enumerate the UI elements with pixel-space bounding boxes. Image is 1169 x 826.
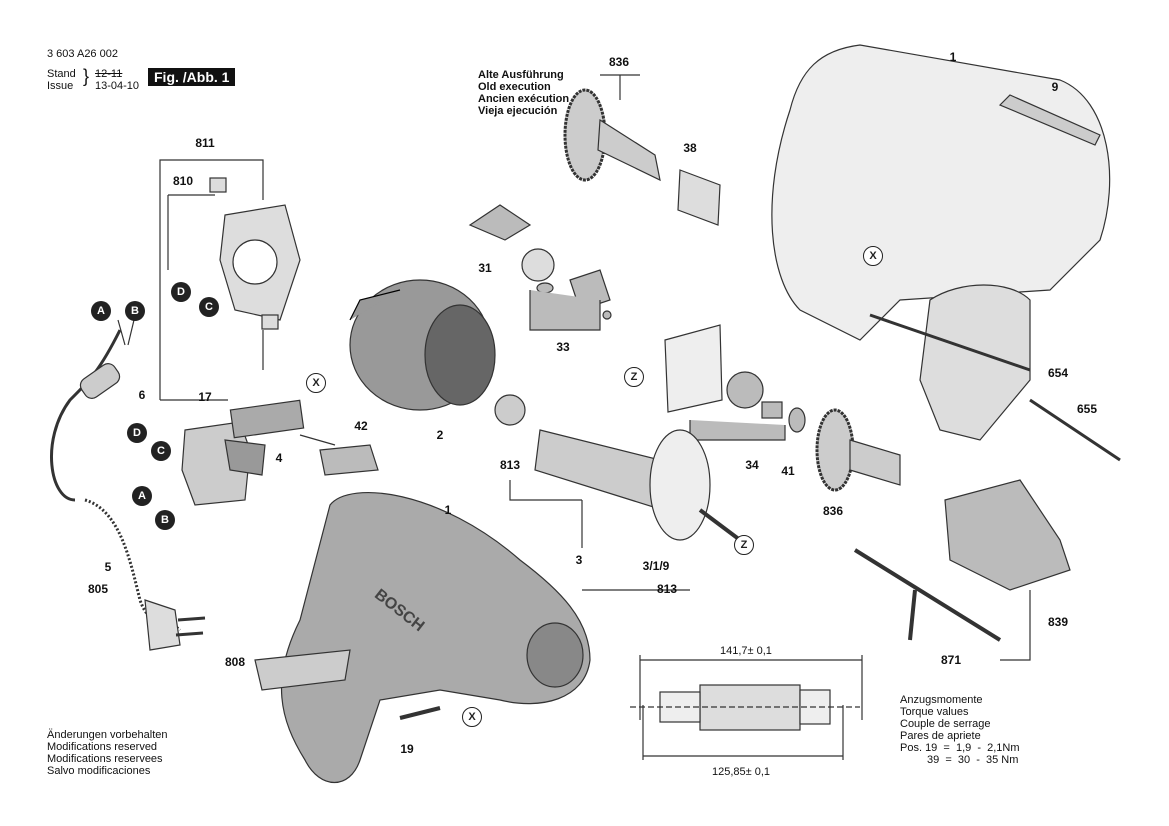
marker-z: Z	[624, 367, 644, 387]
part-label: 17	[198, 390, 212, 404]
housing-half-lower	[254, 491, 591, 784]
old-date: 12-11	[95, 68, 123, 80]
modifications-es: Salvo modificaciones	[47, 765, 151, 777]
part-label: 836	[608, 55, 630, 69]
marker-b: B	[155, 510, 175, 530]
marker-x: X	[863, 246, 883, 266]
modifications-en: Modifications reserved	[47, 741, 158, 753]
part-label: 41	[781, 464, 795, 478]
part-label: 1	[444, 503, 452, 517]
marker-a: A	[132, 486, 152, 506]
marker-d: D	[171, 282, 191, 302]
brace: }	[83, 66, 90, 86]
power-cord	[50, 319, 206, 651]
brush-holder	[209, 177, 301, 330]
part-label: 31	[478, 261, 492, 275]
part-label: 34	[745, 458, 759, 472]
part-label: 5	[104, 560, 112, 574]
old-exec-en: Old execution	[478, 81, 551, 93]
marker-a: A	[91, 301, 111, 321]
part-label: 805	[87, 582, 109, 596]
dimension-overall: 141,7± 0,1	[720, 645, 772, 657]
part-label: 42	[354, 419, 368, 433]
housing-half-upper	[771, 44, 1111, 341]
issue-label: Issue	[47, 80, 74, 92]
gear-shaft-836-old	[563, 88, 721, 226]
marker-c: C	[151, 441, 171, 461]
part-label: 3/1/9	[642, 559, 670, 573]
chuck	[944, 479, 1071, 591]
chuck-key	[853, 548, 1002, 642]
bracket-811	[159, 159, 264, 401]
torque-fr: Couple de serrage	[900, 718, 991, 730]
part-label: 655	[1076, 402, 1098, 416]
part-label: 38	[683, 141, 697, 155]
modifications-de: Änderungen vorbehalten	[47, 729, 168, 741]
armature-dimension-drawing	[630, 655, 863, 760]
part-label: 813	[499, 458, 521, 472]
part-label: 836	[822, 504, 844, 518]
marker-c: C	[199, 297, 219, 317]
torque-de: Anzugsmomente	[900, 694, 983, 706]
part-label: 811	[195, 136, 215, 150]
part-label: 654	[1047, 366, 1069, 380]
old-exec-es: Vieja ejecución	[478, 105, 558, 117]
stand-label: Stand	[47, 68, 76, 80]
torque-es: Pares de apriete	[900, 730, 981, 742]
part-label: 4	[275, 451, 283, 465]
torque-en: Torque values	[900, 706, 969, 718]
part-label: 6	[138, 388, 146, 402]
marker-z: Z	[734, 535, 754, 555]
marker-b: B	[125, 301, 145, 321]
part-label: 871	[940, 653, 962, 667]
aux-handle	[869, 284, 1121, 462]
part-number: 3 603 A26 002	[47, 48, 118, 60]
stator-field	[349, 279, 496, 411]
part-label: 33	[556, 340, 570, 354]
issue-date: 13-04-10	[95, 80, 140, 92]
torque-pos19: Pos. 19 = 1,9 - 2,1Nm	[900, 742, 1020, 754]
small-parts	[468, 204, 806, 441]
marker-x: X	[306, 373, 326, 393]
old-exec-de: Alte Ausführung	[478, 69, 564, 81]
figure-label: Fig. /Abb. 1	[148, 68, 236, 86]
part-42	[299, 434, 379, 476]
part-label: 839	[1047, 615, 1069, 629]
part-label: 813	[656, 582, 678, 596]
part-label: 3	[575, 553, 583, 567]
part-label: 810	[172, 174, 194, 188]
marker-x: X	[462, 707, 482, 727]
dimension-body: 125,85± 0,1	[712, 766, 771, 778]
armature	[494, 394, 742, 542]
part-label: 1	[949, 50, 957, 64]
gear-shaft-836	[815, 408, 901, 492]
part-label: 9	[1051, 80, 1059, 94]
modifications-fr: Modifications reservees	[47, 753, 163, 765]
torque-pos39: 39 = 30 - 35 Nm	[927, 754, 1019, 766]
old-exec-fr: Ancien exécution	[478, 93, 570, 105]
part-label: 2	[436, 428, 444, 442]
part-label: 808	[224, 655, 246, 669]
part-label: 19	[400, 742, 414, 756]
switch	[181, 399, 305, 506]
marker-d: D	[127, 423, 147, 443]
